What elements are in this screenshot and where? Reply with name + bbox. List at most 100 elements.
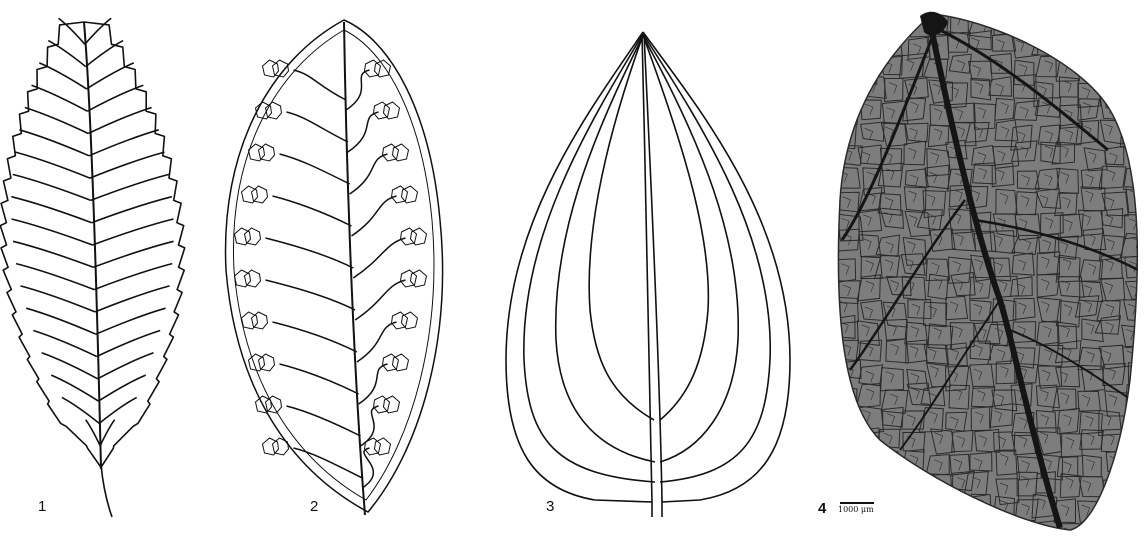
leaf-4-areole bbox=[903, 499, 927, 524]
leaf-4-areole bbox=[1126, 413, 1146, 438]
leaf-4-veinlet bbox=[1132, 18, 1140, 29]
leaf-4-veinlet bbox=[863, 527, 871, 537]
leaf-4-veinlet bbox=[862, 63, 870, 74]
leaf-4-areole bbox=[1138, 278, 1146, 302]
leaf-1-secondary-vein bbox=[62, 397, 99, 423]
panel-label-3: 3 bbox=[546, 498, 554, 515]
leaf-4-veinlet bbox=[1085, 18, 1093, 29]
leaf-4-micrograph bbox=[832, 10, 1146, 537]
leaf-2-secondary-vein bbox=[287, 406, 361, 436]
leaf-4-areole bbox=[1125, 56, 1146, 76]
leaf-4-veinlet bbox=[884, 455, 892, 466]
leaf-4-areole bbox=[947, 496, 974, 522]
leaf-4-veinlet bbox=[1086, 40, 1094, 51]
leaf-4-areole bbox=[1082, 61, 1106, 79]
leaf-3-vein-inner-left bbox=[589, 38, 654, 420]
leaf-4-veinlet bbox=[1127, 36, 1135, 47]
leaf-4-veinlet bbox=[998, 15, 1006, 26]
leaf-4-areole bbox=[903, 518, 924, 537]
leaf-1-secondary-vein bbox=[25, 108, 88, 134]
leaf-4-veinlet bbox=[840, 110, 848, 121]
leaf-2-secondary-vein bbox=[353, 238, 405, 278]
leaf-1-secondary-vein bbox=[13, 241, 93, 267]
leaf-4-veinlet bbox=[844, 523, 852, 534]
leaf-4-areole bbox=[1011, 521, 1035, 537]
leaf-4-veinlet bbox=[1130, 526, 1138, 537]
leaf-4-areole bbox=[857, 13, 879, 35]
leaf-2-secondary-vein bbox=[266, 280, 356, 310]
panel-label-2: 2 bbox=[310, 498, 318, 515]
leaf-4-areole bbox=[857, 474, 878, 498]
leaf-1-secondary-vein bbox=[98, 375, 145, 401]
leaf-1-secondary-vein bbox=[87, 63, 134, 89]
leaf-4-veinlet bbox=[842, 127, 850, 138]
leaf-2-secondary-vein bbox=[266, 238, 354, 268]
leaf-1-secondary-vein bbox=[12, 219, 93, 245]
leaf-4-veinlet bbox=[1015, 526, 1023, 537]
leaf-4-veinlet bbox=[1039, 527, 1047, 537]
leaf-4-areole bbox=[881, 496, 900, 520]
leaf-4-areole bbox=[1082, 520, 1104, 537]
leaf-3-vein-mid-left bbox=[556, 36, 655, 462]
leaf-1-secondary-vein bbox=[42, 353, 98, 379]
leaf-4-veinlet bbox=[843, 484, 851, 495]
leaf-4-veinlet bbox=[1043, 37, 1051, 48]
leaf-4-areole bbox=[924, 496, 949, 517]
leaf-2-secondary-vein bbox=[348, 112, 379, 152]
leaf-2-looped bbox=[226, 20, 443, 515]
leaf-1-secondary-vein bbox=[89, 130, 159, 156]
leaf-4-veinlet bbox=[1087, 66, 1095, 77]
leaf-4-veinlet bbox=[1107, 86, 1115, 97]
leaf-4-areole bbox=[859, 523, 882, 537]
leaf-4-areole bbox=[882, 523, 905, 537]
leaf-4-veinlet bbox=[845, 415, 853, 426]
leaf-2-secondary-vein bbox=[357, 322, 397, 362]
leaf-2-secondary-vein bbox=[294, 70, 347, 100]
leaf-2-midrib bbox=[344, 22, 365, 515]
leaf-1-secondary-vein bbox=[86, 420, 100, 446]
leaf-4-veinlet bbox=[887, 16, 895, 27]
leaf-4-veinlet bbox=[861, 478, 869, 489]
leaf-4-veinlet bbox=[840, 84, 848, 95]
leaf-2-secondary-vein bbox=[359, 364, 388, 404]
leaf-4-veinlet bbox=[1039, 18, 1047, 29]
leaf-4-areole bbox=[1121, 471, 1145, 493]
leaf-4-areole bbox=[879, 451, 899, 473]
leaf-2-secondary-vein bbox=[350, 154, 388, 194]
leaf-4-veinlet bbox=[843, 391, 851, 402]
leaf-4-veinlet bbox=[1131, 389, 1139, 400]
leaf-4-areole bbox=[1126, 11, 1146, 33]
leaf-4-veinlet bbox=[844, 39, 852, 50]
leaf-2-secondary-vein bbox=[351, 196, 396, 236]
scale-bar bbox=[840, 502, 874, 504]
leaf-4-veinlet bbox=[1104, 526, 1112, 537]
leaf-4-areole bbox=[836, 55, 862, 76]
leaf-1-secondary-vein bbox=[48, 41, 85, 67]
leaf-1-secondary-vein bbox=[94, 264, 172, 290]
leaf-4-veinlet bbox=[1125, 106, 1133, 117]
leaf-4-veinlet bbox=[1130, 417, 1138, 428]
leaf-4-veinlet bbox=[1128, 477, 1136, 488]
leaf-4-areole bbox=[839, 410, 860, 433]
leaf-4-areole bbox=[1099, 520, 1119, 537]
leaf-4-areole bbox=[1123, 492, 1145, 517]
leaf-4-veinlet bbox=[1062, 22, 1070, 33]
leaf-1-secondary-vein bbox=[88, 108, 151, 134]
leaf-4-veinlet bbox=[949, 524, 957, 535]
leaf-4-veinlet bbox=[840, 434, 848, 445]
leaf-4-areole bbox=[855, 59, 878, 84]
leaf-1-secondary-vein bbox=[15, 152, 90, 178]
leaf-1-secondary-vein bbox=[11, 197, 91, 223]
leaf-1-secondary-vein bbox=[91, 174, 169, 200]
leaf-4-areole bbox=[1121, 102, 1143, 126]
leaf-4-areole bbox=[967, 522, 986, 537]
leaf-4-areole bbox=[1127, 455, 1146, 479]
leaf-1-secondary-vein bbox=[87, 85, 143, 111]
leaf-1-veins bbox=[11, 18, 173, 445]
panel-label-4: 4 bbox=[818, 500, 826, 517]
leaf-4-veinlet bbox=[1131, 61, 1139, 72]
leaf-1-petiole bbox=[101, 465, 112, 517]
leaf-4-veinlet bbox=[1105, 504, 1113, 515]
leaf-2-secondary-vein bbox=[273, 196, 352, 226]
leaf-4-veinlet bbox=[884, 40, 892, 51]
